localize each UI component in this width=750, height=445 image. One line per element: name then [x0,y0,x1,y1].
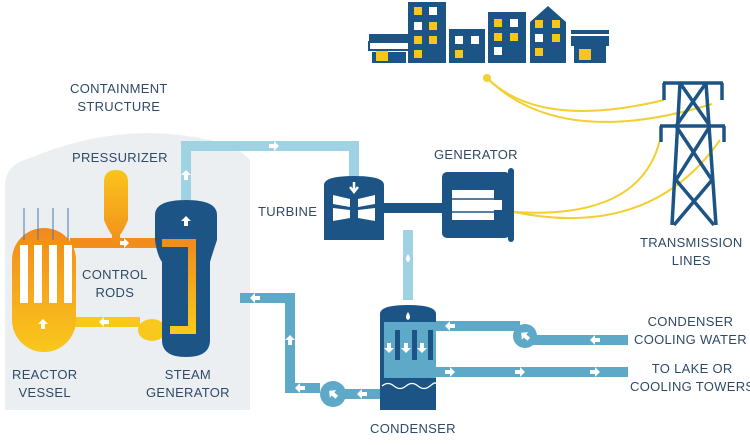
label-line: STEAM [164,367,212,382]
steam-generator [155,200,217,357]
turbine [324,176,444,240]
label-line: CONDENSER [647,314,734,329]
steam-generator-label: STEAM GENERATOR [146,366,230,402]
water-droplet-icon [406,254,410,262]
label-line: COOLING WATER [634,332,747,347]
label-line: TO LAKE OR [651,361,733,376]
power-lines [483,74,721,219]
turbine-label: TURBINE [258,204,318,219]
label-line: TRANSMISSION [640,235,743,250]
steam-pipe [181,141,413,300]
label-line: COOLING TOWERS [630,379,750,394]
control-rods-label: CONTROL RODS [82,266,148,302]
cooling-water-label: CONDENSER COOLING WATER [634,313,747,349]
condenser [380,305,437,410]
reactor-vessel-label: REACTOR VESSEL [12,366,77,402]
transmission-tower-icon [659,81,726,227]
cooling-towers-label: TO LAKE OR COOLING TOWERS [630,360,750,396]
condenser-label: CONDENSER [370,421,456,436]
reactor-vessel [12,208,76,352]
generator [442,168,514,242]
pressurizer-label: PRESSURIZER [72,150,168,165]
transmission-lines-label: TRANSMISSION LINES [640,234,743,270]
label-line: REACTOR [12,367,78,382]
label-line: VESSEL [18,385,71,400]
feedwater-pipe [240,293,384,407]
water-droplet-icon [406,312,410,320]
generator-label: GENERATOR [434,147,518,162]
label-line: RODS [95,285,135,300]
cooling-water-pipes [436,321,628,377]
turbine-shaft [384,203,444,213]
label-line: LINES [671,253,711,268]
label-line: STRUCTURE [77,99,161,114]
label-line: CONTAINMENT [70,81,168,96]
containment-structure-label: CONTAINMENT STRUCTURE [70,80,168,116]
label-line: CONTROL [82,267,148,282]
control-rods [20,208,72,303]
city-buildings-icon [368,2,609,63]
label-line: GENERATOR [146,385,230,400]
pressurizer [104,170,128,248]
